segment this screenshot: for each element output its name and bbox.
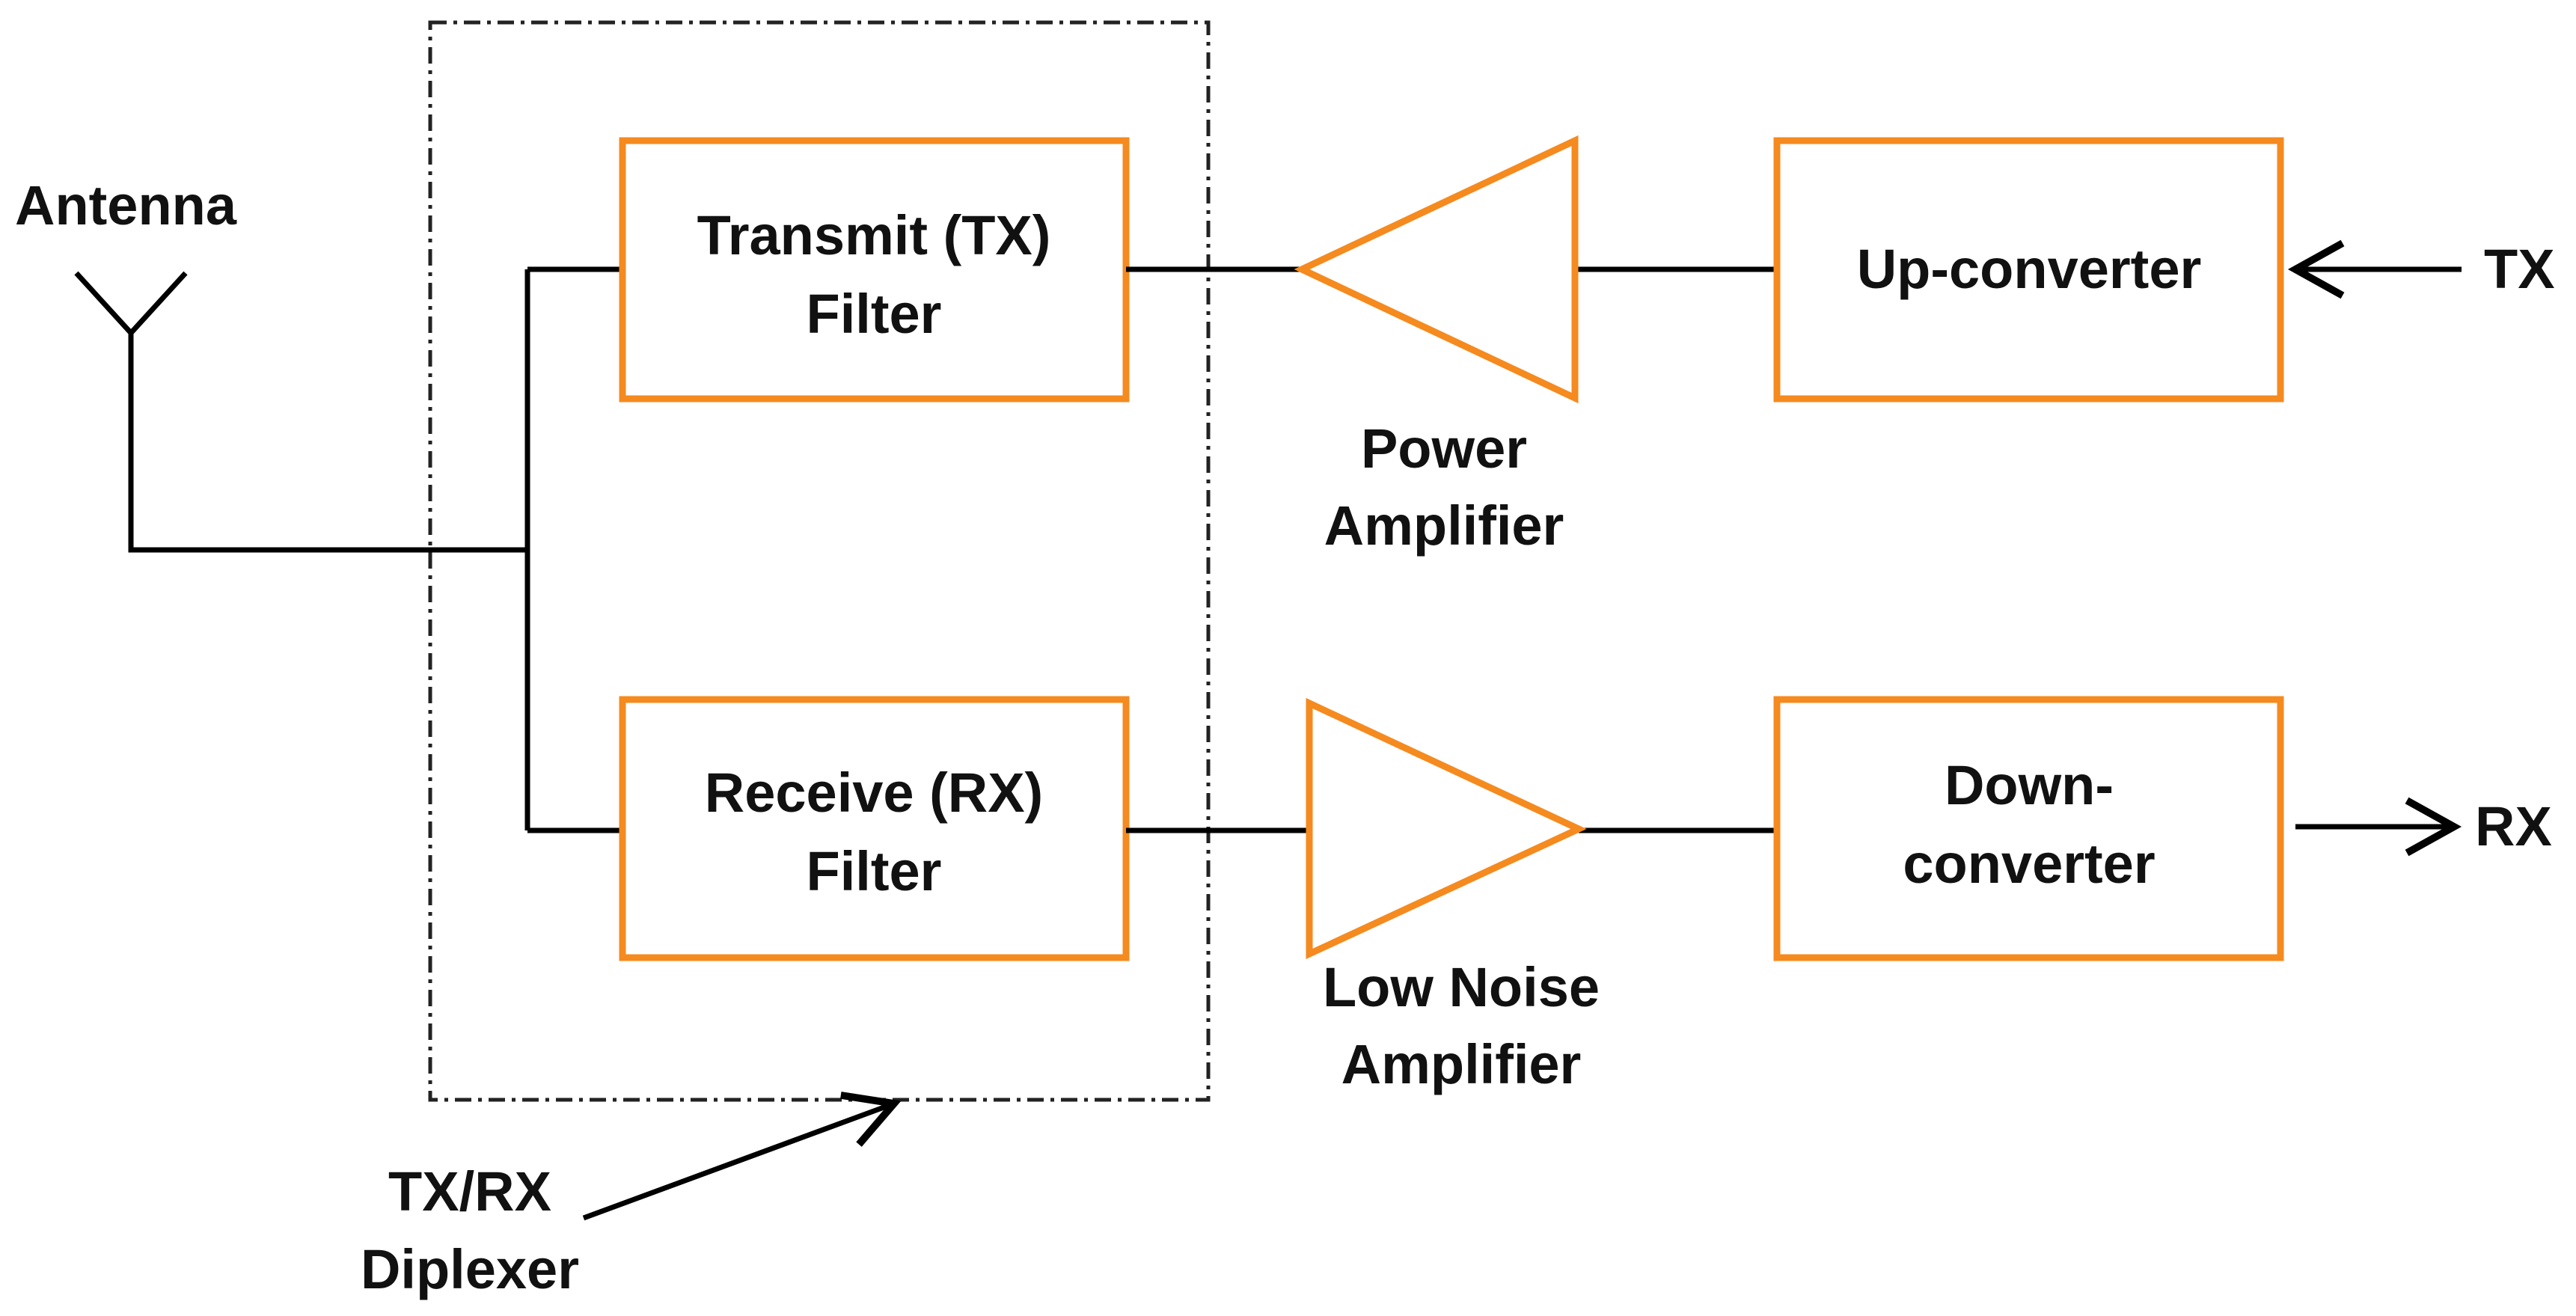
down-converter-label-line1: Down- [1945,754,2114,816]
antenna-label: Antenna [15,174,237,236]
rx-filter-label-line2: Filter [807,840,942,902]
lna-label-line2: Amplifier [1341,1033,1582,1095]
power-amplifier-label-line2: Amplifier [1324,495,1564,557]
diplexer-outline [428,20,1211,1102]
antenna-icon [74,271,188,337]
tx-filter-label-line2: Filter [807,283,942,345]
diplexer-label-line2: Diplexer [361,1238,579,1300]
rx-filter-block: Receive (RX) Filter [619,696,1130,961]
tx-port-label: TX [2484,238,2555,300]
down-converter-block: Down- converter [1773,696,2284,961]
power-amplifier-label-line1: Power [1361,417,1527,480]
up-converter-block: Up-converter [1773,137,2284,403]
down-converter-label-line2: converter [1903,833,2155,895]
lna-label-line1: Low Noise [1323,956,1600,1018]
up-converter-label: Up-converter [1857,238,2202,300]
rx-port-label: RX [2475,795,2552,857]
power-amplifier-icon [1294,135,1579,404]
diplexer-label-line1: TX/RX [388,1160,551,1222]
tx-filter-label-line1: Transmit (TX) [697,204,1051,266]
diplexer-pointer-arrow [582,1092,902,1221]
antenna-feed-wire [128,333,527,553]
rx-filter-label-line1: Receive (RX) [705,762,1043,824]
tx-filter-block: Transmit (TX) Filter [619,137,1130,403]
low-noise-amplifier-icon [1306,697,1587,960]
